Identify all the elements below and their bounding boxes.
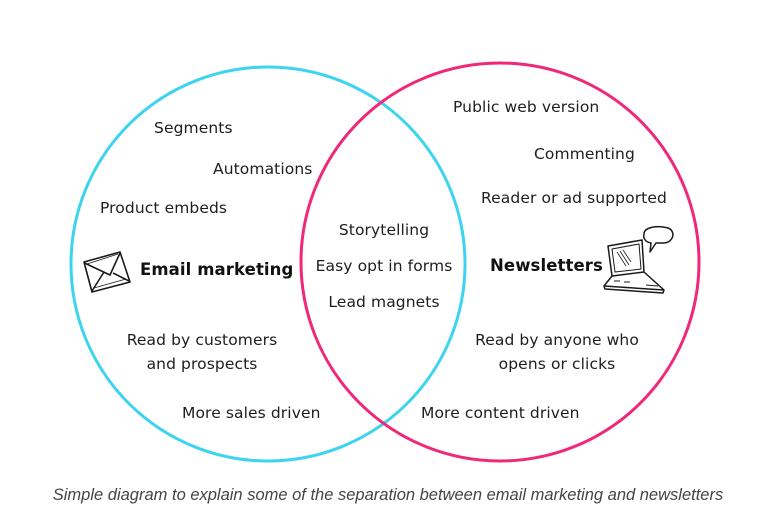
right-item-read-by-1: Read by anyone who xyxy=(475,331,639,349)
email-marketing-circle xyxy=(69,65,467,463)
right-item-content-driven: More content driven xyxy=(421,404,580,422)
left-item-product-embeds: Product embeds xyxy=(100,199,228,217)
envelope-icon xyxy=(83,251,131,293)
overlap-item-lead-magnets: Lead magnets xyxy=(328,293,440,311)
newsletters-title: Newsletters xyxy=(490,256,603,275)
figure-caption: Simple diagram to explain some of the se… xyxy=(52,486,724,504)
right-item-read-by-2: opens or clicks xyxy=(498,355,616,373)
left-item-sales-driven: More sales driven xyxy=(182,404,321,422)
left-item-read-by-2: and prospects xyxy=(146,355,258,373)
left-item-segments: Segments xyxy=(154,119,233,137)
overlap-item-opt-in-forms: Easy opt in forms xyxy=(315,257,453,275)
right-item-commenting: Commenting xyxy=(534,145,635,163)
venn-diagram xyxy=(69,61,701,463)
right-item-public-web-version: Public web version xyxy=(453,98,600,116)
email-marketing-title: Email marketing xyxy=(140,260,294,279)
laptop-speech-bubble-icon xyxy=(603,225,674,294)
overlap-item-storytelling: Storytelling xyxy=(338,221,430,239)
left-item-automations: Automations xyxy=(213,160,313,178)
newsletters-circle xyxy=(299,61,701,463)
right-item-reader-ad-supported: Reader or ad supported xyxy=(481,189,667,207)
left-item-read-by-1: Read by customers xyxy=(126,331,278,349)
